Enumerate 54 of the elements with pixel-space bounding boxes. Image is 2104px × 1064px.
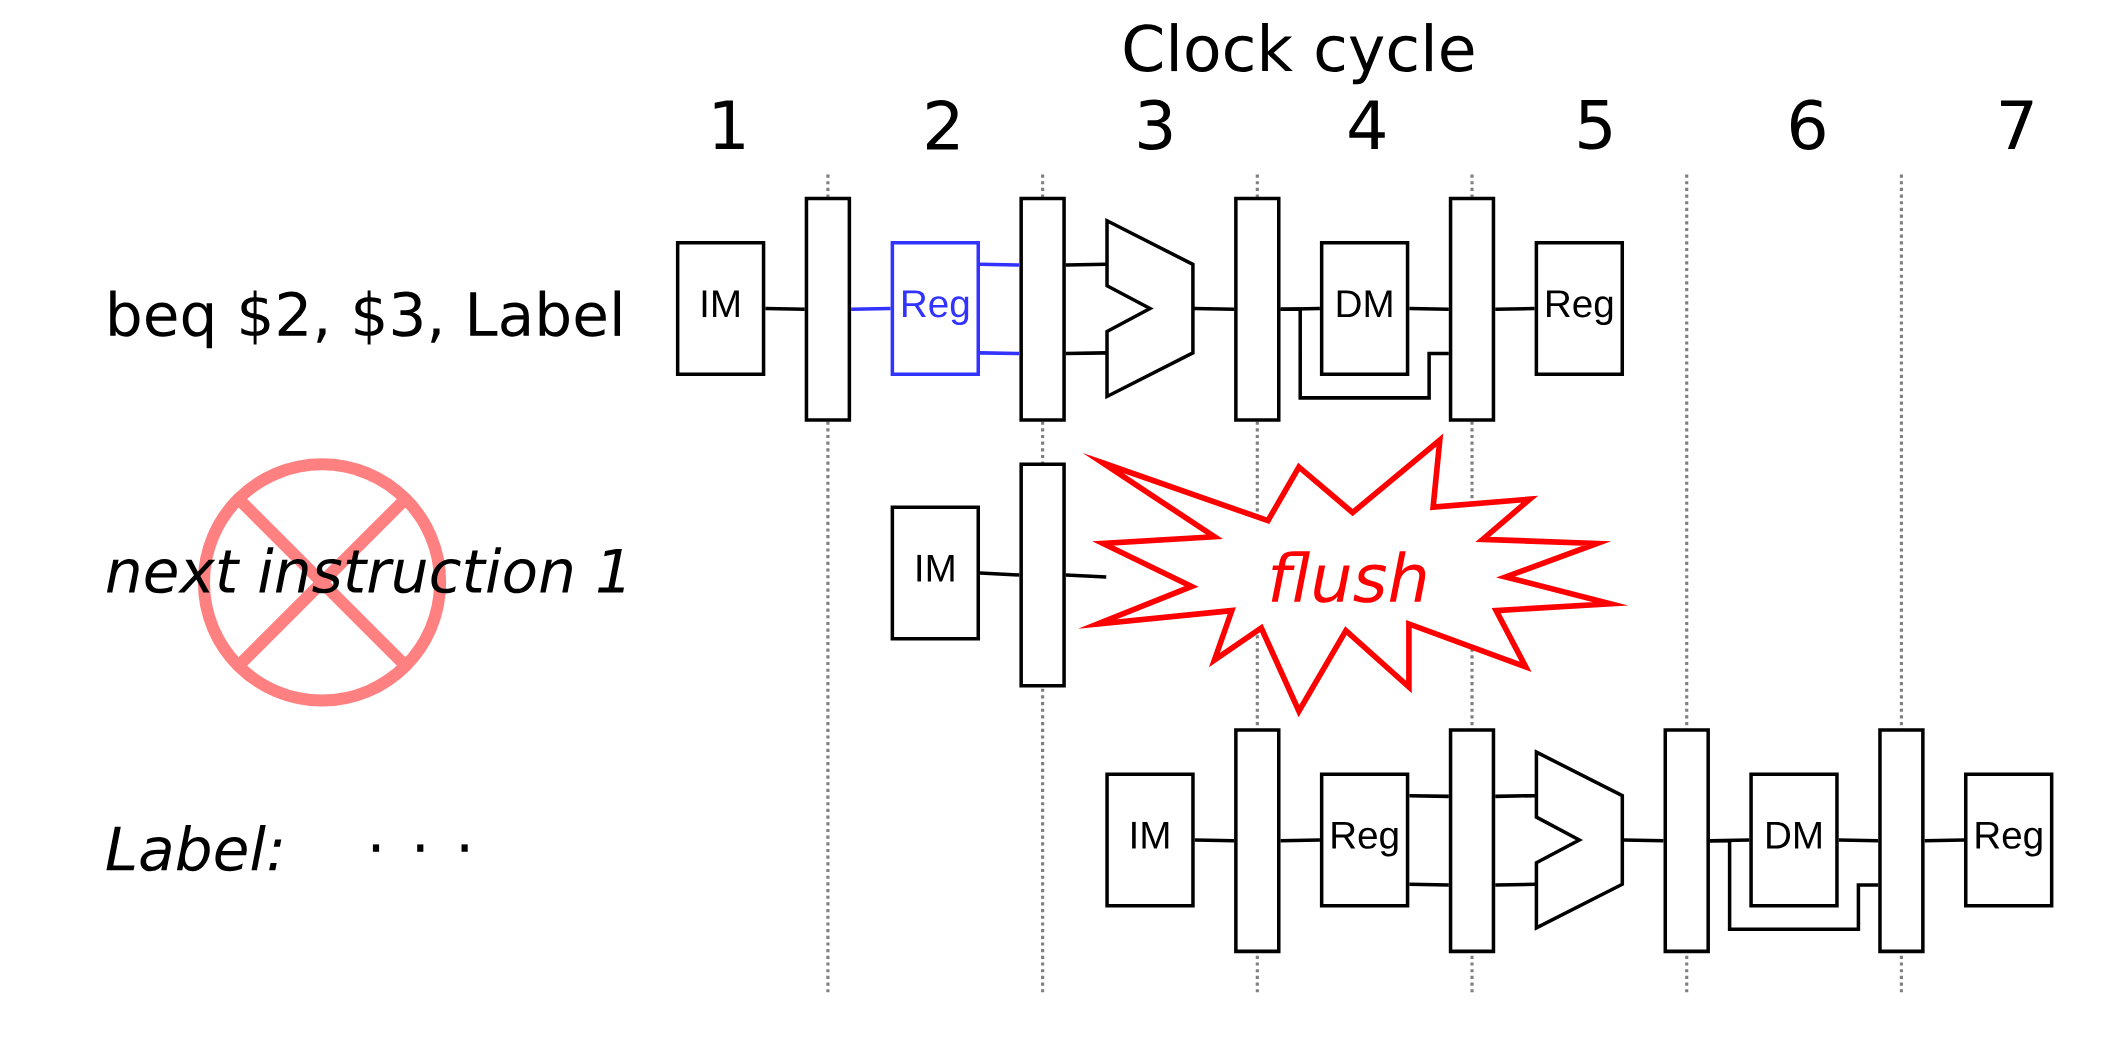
wire <box>1622 838 1664 843</box>
wire <box>1924 838 1965 843</box>
wire <box>1193 306 1235 311</box>
stage-box: IM <box>890 505 980 641</box>
pipeline-register <box>1878 728 1925 954</box>
stage-box: IM <box>675 241 766 377</box>
instruction-text: Label: <box>106 824 282 872</box>
cycle-number: 2 <box>926 99 958 150</box>
wire <box>1280 306 1320 311</box>
cycle-number: 6 <box>1790 99 1825 150</box>
stage-box: IM <box>1105 772 1195 908</box>
wire <box>1409 882 1449 887</box>
cycle-number: 5 <box>1579 99 1611 150</box>
pipeline-register <box>1234 196 1281 422</box>
ellipsis: . . . <box>372 844 468 852</box>
pipeline-register <box>1019 462 1066 688</box>
wire <box>1409 793 1449 799</box>
pipeline-register <box>1448 728 1496 954</box>
cycle-number: 4 <box>1349 100 1385 150</box>
stage-box: Reg <box>1534 241 1624 377</box>
cycle-number: 3 <box>1139 99 1172 150</box>
stage-box: Reg <box>1319 772 1410 908</box>
wire <box>1065 262 1107 267</box>
stage-box: Reg <box>1964 772 2054 908</box>
pipeline-register <box>804 196 852 422</box>
wire <box>1409 306 1449 311</box>
wire <box>1838 838 1879 843</box>
pipeline-register <box>1663 728 1710 954</box>
pipeline-register <box>1234 728 1281 954</box>
pipeline-register <box>1448 196 1496 422</box>
heading: Clock cycle <box>1124 23 1474 85</box>
wire <box>980 262 1020 267</box>
wire <box>1709 838 1879 931</box>
pipeline-register <box>1019 196 1066 422</box>
wire <box>1495 793 1536 799</box>
cycle-number: 7 <box>2001 100 2033 150</box>
wire <box>851 306 891 311</box>
wire <box>1495 306 1535 311</box>
wire <box>980 351 1020 356</box>
cycle-number: 1 <box>714 100 744 150</box>
stage-box: DM <box>1319 241 1410 377</box>
wire <box>1065 351 1107 356</box>
wire <box>1280 838 1320 843</box>
wire <box>1280 307 1449 400</box>
wire <box>1194 838 1235 843</box>
wire <box>1495 882 1536 887</box>
instruction-text: next instruction 1 <box>106 547 624 594</box>
wire <box>1065 573 1107 579</box>
stage-box: Reg <box>890 241 980 377</box>
stage-box: DM <box>1749 772 1839 908</box>
wire <box>979 571 1020 577</box>
flush-burst: flush <box>1078 433 1629 718</box>
wire <box>765 306 805 311</box>
instruction-text: beq $2, $3, Label <box>110 290 620 349</box>
